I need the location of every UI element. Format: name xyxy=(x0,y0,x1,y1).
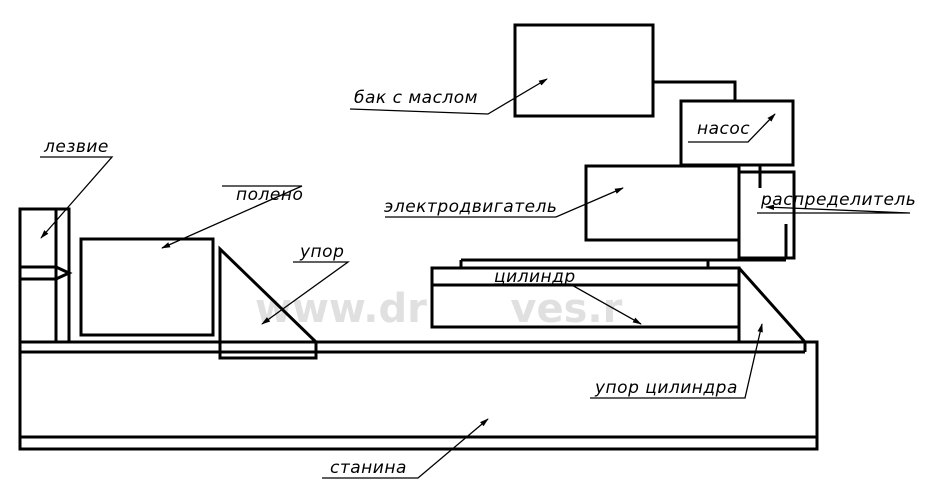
distributor xyxy=(737,170,796,260)
blade-assembly xyxy=(18,207,73,344)
label-motor: электродвигатель xyxy=(384,197,557,217)
label-distributor: распределитель xyxy=(760,190,916,210)
label-frame: станина xyxy=(330,458,407,478)
electric-motor xyxy=(584,164,741,242)
leader-lines xyxy=(40,78,911,479)
watermark: www.dr ves.r xyxy=(255,286,623,332)
label-log: полено xyxy=(236,185,303,205)
log xyxy=(79,237,215,337)
label-pump: насос xyxy=(697,119,750,139)
oil-tank xyxy=(513,23,655,118)
label-blade: лезвие xyxy=(43,137,109,157)
stop-wedge xyxy=(218,245,318,360)
label-cylinder-stop: упор цилиндра xyxy=(594,378,738,398)
cylinder-stop xyxy=(737,267,807,343)
frame xyxy=(18,340,819,451)
label-oil-tank: бак с маслом xyxy=(354,88,478,108)
hydraulic-lines xyxy=(461,80,788,268)
label-cylinder: цилиндр xyxy=(494,267,576,287)
label-stop: упор xyxy=(299,242,344,262)
